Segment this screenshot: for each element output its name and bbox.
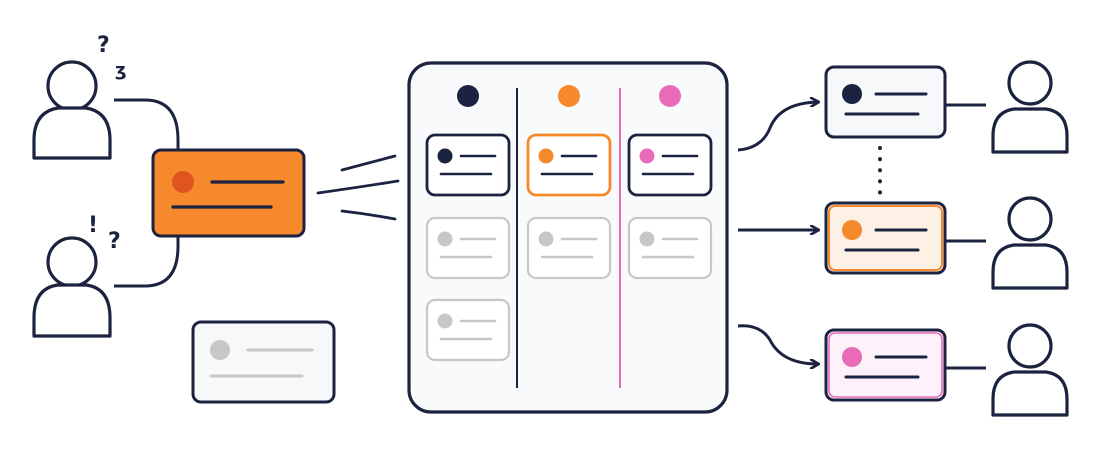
person-body [991, 370, 1069, 417]
board-column-1 [425, 85, 511, 362]
card-outline [526, 216, 612, 280]
card-status-dot-icon [437, 148, 453, 164]
column-status-dot-icon [558, 85, 580, 107]
connector-to-assigned-navy [737, 102, 818, 152]
card-outline [425, 133, 511, 197]
assignee-column [824, 60, 1069, 417]
assigned-task-2 [824, 196, 1069, 290]
card-outline [425, 298, 511, 362]
person-icon [32, 236, 112, 338]
card-outline [627, 216, 713, 280]
card-status-dot-icon [437, 313, 453, 329]
card-status-dot-icon [639, 148, 655, 164]
card-status-dot-icon [639, 231, 655, 247]
board-card [526, 133, 612, 197]
incoming-request-card [151, 148, 306, 238]
squiggle-icon: ʒ [115, 60, 127, 81]
board-card [425, 298, 511, 362]
assigned-card [824, 65, 947, 139]
person-head [1007, 60, 1053, 106]
exclamation-mark-icon: ! [88, 213, 98, 238]
board-card [526, 216, 612, 280]
card-status-dot-icon [538, 148, 554, 164]
kanban-board [407, 61, 729, 414]
person-icon [991, 60, 1069, 154]
assigned-card-highlight [828, 205, 943, 271]
person-head [1007, 196, 1053, 242]
requester-bottom: ! ? [32, 213, 121, 338]
person-body [991, 243, 1069, 290]
assigned-task-3 [824, 323, 1069, 417]
question-mark-icon: ? [97, 33, 110, 58]
question-mark-icon: ? [108, 229, 121, 254]
board-card [425, 133, 511, 197]
card-status-dot-icon [842, 220, 862, 240]
card-status-dot-icon [842, 347, 862, 367]
board-card [627, 133, 713, 197]
card-outline [526, 133, 612, 197]
board-card [627, 216, 713, 280]
assigned-task-1 [824, 60, 1069, 154]
column-status-dot-icon [659, 85, 681, 107]
assigned-card [824, 201, 947, 275]
connector-requester-top [114, 98, 180, 150]
card-outline [425, 216, 511, 280]
assigned-card-highlight [828, 332, 943, 398]
board-column-2 [526, 85, 612, 280]
connector-requester-bottom [114, 236, 180, 288]
motion-lines [316, 154, 400, 221]
column-status-dot-icon [457, 85, 479, 107]
person-icon [32, 60, 112, 160]
person-icon [991, 196, 1069, 290]
person-icon [991, 323, 1069, 417]
board-card [425, 216, 511, 280]
card-status-dot-icon [437, 231, 453, 247]
board-column-3 [627, 85, 713, 280]
requester-top: ? ʒ [32, 33, 127, 160]
backlog-card [191, 320, 336, 404]
card-status-dot-icon [538, 231, 554, 247]
status-dot-icon [210, 340, 230, 360]
card-outline [627, 133, 713, 197]
person-body [991, 107, 1069, 154]
status-dot-icon [172, 171, 194, 193]
card-status-dot-icon [842, 84, 862, 104]
assigned-card [824, 328, 947, 402]
connector-to-assigned-pink [737, 324, 818, 364]
person-head [1007, 323, 1053, 369]
